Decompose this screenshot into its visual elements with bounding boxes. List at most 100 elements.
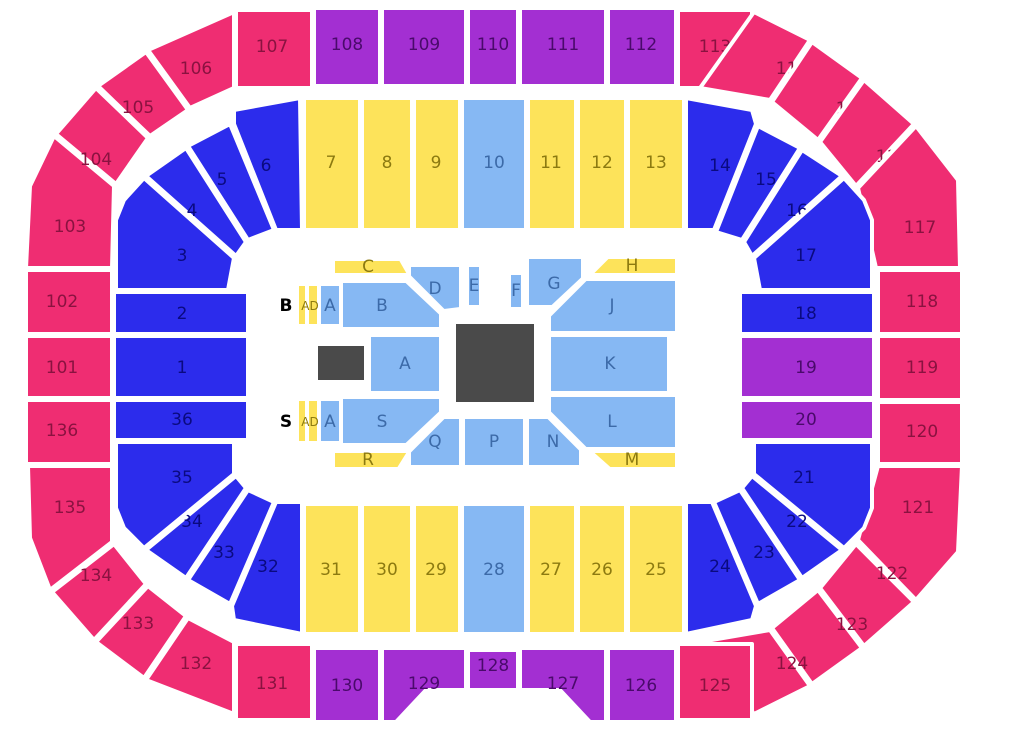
section-119[interactable] xyxy=(876,334,964,402)
section-floor-r[interactable] xyxy=(333,451,409,469)
section-27-label: 27 xyxy=(540,560,562,580)
section-floor-q[interactable] xyxy=(409,417,461,467)
section-14-label: 14 xyxy=(709,156,731,176)
section-4[interactable] xyxy=(144,146,248,258)
section-floor-c[interactable] xyxy=(333,259,409,275)
section-floor-k[interactable] xyxy=(549,335,669,393)
section-26-label: 26 xyxy=(591,560,613,580)
section-131[interactable] xyxy=(234,642,314,722)
section-25-label: 25 xyxy=(645,560,667,580)
section-floor-a-mid[interactable] xyxy=(369,335,441,393)
section-116[interactable] xyxy=(818,78,916,188)
section-floor-b[interactable] xyxy=(341,281,441,329)
section-22[interactable] xyxy=(740,474,844,580)
section-125[interactable] xyxy=(676,642,754,722)
section-2[interactable] xyxy=(112,290,250,336)
section-130-label: 130 xyxy=(331,676,363,696)
section-132-label: 132 xyxy=(180,654,212,674)
section-33[interactable] xyxy=(186,488,276,606)
section-17-label: 17 xyxy=(795,246,817,266)
section-floor-a-bottom[interactable] xyxy=(319,399,341,443)
section-6[interactable] xyxy=(232,96,304,232)
section-118[interactable] xyxy=(876,268,964,336)
section-106[interactable] xyxy=(146,10,236,110)
section-10[interactable] xyxy=(460,96,528,232)
section-18-label: 18 xyxy=(795,304,817,324)
section-115[interactable] xyxy=(770,40,864,142)
section-33-label: 33 xyxy=(213,543,235,563)
section-103[interactable] xyxy=(24,134,116,270)
section-5[interactable] xyxy=(186,122,276,242)
section-104[interactable] xyxy=(54,86,150,186)
section-108[interactable] xyxy=(312,6,382,88)
section-15-label: 15 xyxy=(755,170,777,190)
section-24-label: 24 xyxy=(709,557,731,577)
section-ad-top-yellow-2[interactable] xyxy=(307,284,319,326)
section-1[interactable] xyxy=(112,334,250,400)
section-101-label: 101 xyxy=(46,358,78,378)
section-2-label: 2 xyxy=(177,304,188,324)
section-130[interactable] xyxy=(312,646,382,724)
section-120-label: 120 xyxy=(906,422,938,442)
section-28[interactable] xyxy=(460,502,528,636)
section-133[interactable] xyxy=(94,584,188,680)
section-1-label: 1 xyxy=(177,358,188,378)
section-105[interactable] xyxy=(96,50,190,138)
section-floor-m[interactable] xyxy=(591,451,677,469)
section-floor-l-label: L xyxy=(607,412,617,432)
section-floor-a-top[interactable] xyxy=(319,284,341,326)
section-floor-e-label: E xyxy=(469,276,480,296)
section-floor-l[interactable] xyxy=(549,395,677,449)
section-34[interactable] xyxy=(144,474,248,580)
section-129-label: 129 xyxy=(408,674,440,694)
section-120[interactable] xyxy=(876,400,964,466)
section-105-label: 105 xyxy=(122,98,154,118)
section-floor-e[interactable] xyxy=(467,265,481,307)
section-ad-top-yellow[interactable] xyxy=(297,284,307,326)
section-11-label: 11 xyxy=(540,153,562,173)
section-floor-n[interactable] xyxy=(527,417,581,467)
section-floor-g[interactable] xyxy=(527,257,583,307)
section-27[interactable] xyxy=(526,502,578,636)
section-136-label: 136 xyxy=(46,421,78,441)
section-29[interactable] xyxy=(412,502,462,636)
section-123[interactable] xyxy=(770,588,864,686)
section-28-label: 28 xyxy=(483,560,505,580)
section-floor-j[interactable] xyxy=(549,279,677,333)
section-21[interactable] xyxy=(752,440,874,550)
section-14[interactable] xyxy=(684,96,758,232)
section-111-label: 111 xyxy=(547,35,579,55)
section-floor-f[interactable] xyxy=(509,273,523,309)
section-25[interactable] xyxy=(626,502,686,636)
section-122[interactable] xyxy=(818,542,916,648)
section-134[interactable] xyxy=(50,542,148,642)
section-floor-h[interactable] xyxy=(591,257,677,275)
section-128[interactable] xyxy=(466,648,520,692)
floor-area: B S AD AD A B C D E F G H J xyxy=(250,232,740,502)
section-32-label: 32 xyxy=(257,557,279,577)
section-132-main[interactable] xyxy=(144,616,236,716)
section-124-label: 124 xyxy=(776,654,808,674)
section-floor-b-label: B xyxy=(376,296,388,316)
section-123-label: 123 xyxy=(836,615,868,635)
section-10-label: 10 xyxy=(483,153,505,173)
section-floor-p[interactable] xyxy=(463,417,525,467)
section-31[interactable] xyxy=(302,502,362,636)
section-122-label: 122 xyxy=(876,564,908,584)
section-16[interactable] xyxy=(742,148,844,258)
section-19[interactable] xyxy=(738,334,876,400)
ad-bottom-label: AD xyxy=(301,415,318,429)
section-112-label: 112 xyxy=(625,35,657,55)
section-floor-s[interactable] xyxy=(341,397,441,445)
section-111[interactable] xyxy=(518,6,608,88)
section-114[interactable] xyxy=(698,10,812,102)
section-109[interactable] xyxy=(380,6,468,88)
section-3[interactable] xyxy=(114,176,236,292)
section-15[interactable] xyxy=(714,124,802,242)
section-floor-q-label: Q xyxy=(428,432,441,452)
section-23[interactable] xyxy=(712,488,802,606)
section-ad-bottom-yellow[interactable] xyxy=(297,399,307,443)
section-ad-bottom-yellow-2[interactable] xyxy=(307,399,319,443)
section-106-label: 106 xyxy=(180,59,212,79)
section-floor-d[interactable] xyxy=(409,265,461,311)
